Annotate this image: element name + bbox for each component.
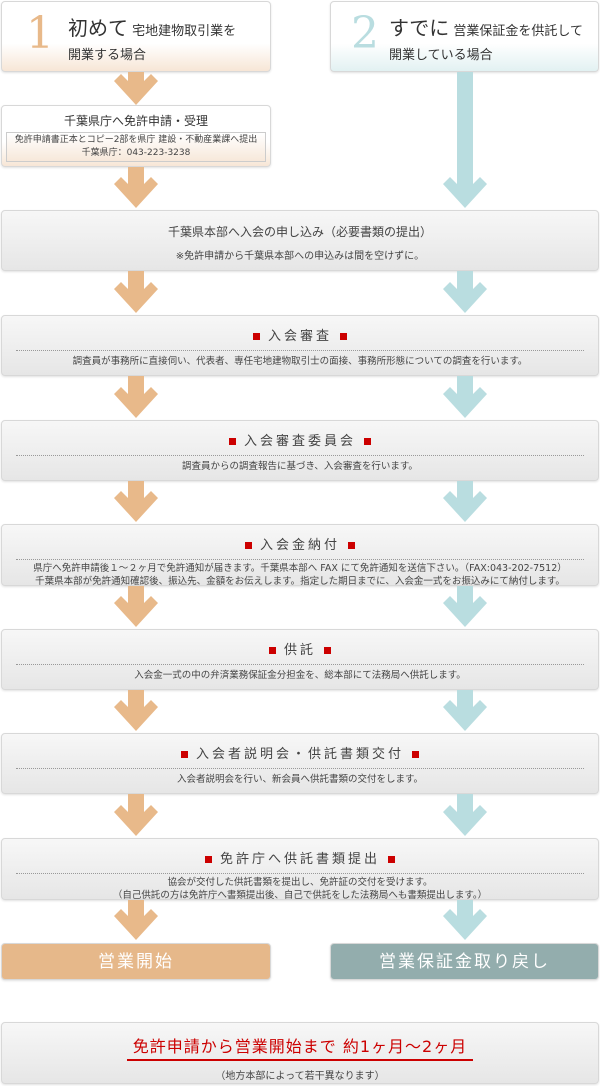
down-arrow-icon <box>114 586 158 627</box>
down-arrow-icon <box>443 900 487 940</box>
step-title: 入会者説明会・供託書類交付 <box>195 747 404 762</box>
summary-box: 免許申請から営業開始まで 約1ヶ月～2ヶ月 （地方本部によって若干異なります） <box>1 1022 599 1084</box>
red-square-icon <box>244 542 252 549</box>
dotted-divider <box>16 455 584 456</box>
down-arrow-icon <box>114 167 158 208</box>
dotted-divider <box>16 350 584 351</box>
step-box: 入会審査委員会 調査員からの調査報告に基づき、入会審査を行います。 <box>1 420 599 481</box>
dotted-divider <box>16 559 584 560</box>
step-desc: ※免許申請から千葉県本部への申込みは間を空けずに。 <box>175 251 425 262</box>
red-square-icon <box>268 647 276 654</box>
red-square-icon <box>364 438 371 445</box>
start-title-rest: 営業保証金を供託して <box>453 24 583 39</box>
down-arrow-icon <box>114 794 158 836</box>
step-box: 供託 入会金一式の中の弁済業務保証金分担金を、総本部にて法務局へ供託します。 <box>1 629 599 690</box>
red-square-icon <box>228 438 236 445</box>
down-arrow-icon <box>114 271 158 313</box>
dotted-divider <box>16 664 584 665</box>
license-phone: 千葉県庁：043-223-3238 <box>81 148 191 158</box>
dotted-divider <box>16 768 584 769</box>
down-arrow-icon <box>443 586 487 627</box>
end-left-label: 営業開始 <box>98 952 174 972</box>
down-arrow-icon <box>114 690 158 731</box>
start-title-rest: 宅地建物取引業を <box>132 24 237 39</box>
license-title: 千葉県庁へ免許申請・受理 <box>63 114 208 128</box>
step-desc: 調査員からの調査報告に基づき、入会審査を行います。 <box>182 461 418 472</box>
red-square-icon <box>204 856 212 863</box>
red-square-icon <box>388 856 395 863</box>
red-square-icon <box>340 333 347 340</box>
down-arrow-icon <box>114 900 158 940</box>
red-square-icon <box>252 333 260 340</box>
start-title-line2: 開業する場合 <box>68 48 147 63</box>
step-desc: 入会金一式の中の弁済業務保証金分担金を、総本部にて法務局へ供託します。 <box>134 670 466 681</box>
step-box: 入会金納付 県庁へ免許申請後１～２ヶ月で免許通知が届きます。千葉県本部へ FAX… <box>1 524 599 587</box>
step-title: 入会審査委員会 <box>243 434 356 449</box>
start-title-big: 初めて <box>68 16 128 40</box>
step-title: 供託 <box>283 643 316 658</box>
down-arrow-icon <box>443 271 487 313</box>
dotted-divider <box>16 873 584 874</box>
step-title: 入会審査 <box>267 329 332 344</box>
red-square-icon <box>180 751 188 758</box>
red-square-icon <box>324 647 331 654</box>
down-arrow-icon <box>443 794 487 836</box>
step-box: 千葉県本部へ入会の申し込み（必要書類の提出） ※免許申請から千葉県本部への申込み… <box>1 210 599 271</box>
step-title: 免許庁へ供託書類提出 <box>219 852 380 867</box>
end-right-label: 営業保証金取り戻し <box>379 952 550 972</box>
step-box: 入会審査 調査員が事務所に直接伺い、代表者、専任宅地建物取引士の面接、事務所形態… <box>1 315 599 376</box>
step-title: 入会金納付 <box>259 538 340 553</box>
red-square-icon <box>412 751 419 758</box>
summary-note: （地方本部によって若干異なります） <box>215 1071 385 1082</box>
step-desc: 協会が交付した供託書類を提出し、免許証の交付を受けます。 <box>167 877 433 888</box>
step-desc: 調査員が事務所に直接伺い、代表者、専任宅地建物取引士の面接、事務所形態についての… <box>72 356 528 367</box>
red-square-icon <box>348 542 355 549</box>
end-box-start-business: 営業開始 <box>1 943 271 980</box>
down-arrow-icon <box>443 72 487 208</box>
down-arrow-icon <box>443 690 487 731</box>
step-desc: 千葉県本部が免許通知確認後、振込先、金額をお伝えします。指定した期日までに、入会… <box>35 576 565 587</box>
down-arrow-icon <box>443 376 487 418</box>
step-number: 2 <box>351 8 379 59</box>
start-title-big: すでに <box>389 16 450 40</box>
down-arrow-icon <box>114 481 158 522</box>
down-arrow-icon <box>114 376 158 418</box>
start-box-first-time: 1 初めて 宅地建物取引業を 開業する場合 <box>1 1 271 72</box>
step-desc: 県庁へ免許申請後１～２ヶ月で免許通知が届きます。千葉県本部へ FAX にて免許通… <box>33 563 567 574</box>
summary-headline: 免許申請から営業開始まで 約1ヶ月～2ヶ月 <box>126 1033 474 1061</box>
down-arrow-icon <box>443 481 487 522</box>
step-box: 免許庁へ供託書類提出 協会が交付した供託書類を提出し、免許証の交付を受けます。 （… <box>1 838 599 901</box>
start-box-existing: 2 すでに 営業保証金を供託して 開業している場合 <box>330 1 599 72</box>
down-arrow-icon <box>114 72 158 105</box>
license-application-box: 千葉県庁へ免許申請・受理 免許申請書正本とコピー2部を県庁 建設・不動産業課へ提… <box>1 105 271 167</box>
step-desc: 入会者説明会を行い、新会員へ供託書類の交付をします。 <box>176 774 424 785</box>
end-box-deposit-return: 営業保証金取り戻し <box>330 943 599 980</box>
step-desc: （自己供託の方は免許庁へ書類提出後、自己で供託をした法務局へも書類提出します。） <box>112 890 488 901</box>
license-line1: 免許申請書正本とコピー2部を県庁 建設・不動産業課へ提出 <box>14 135 258 145</box>
step-title: 千葉県本部へ入会の申し込み（必要書類の提出） <box>167 225 432 239</box>
step-box: 入会者説明会・供託書類交付 入会者説明会を行い、新会員へ供託書類の交付をします。 <box>1 733 599 794</box>
step-number: 1 <box>26 8 54 59</box>
start-title-line2: 開業している場合 <box>389 48 493 63</box>
